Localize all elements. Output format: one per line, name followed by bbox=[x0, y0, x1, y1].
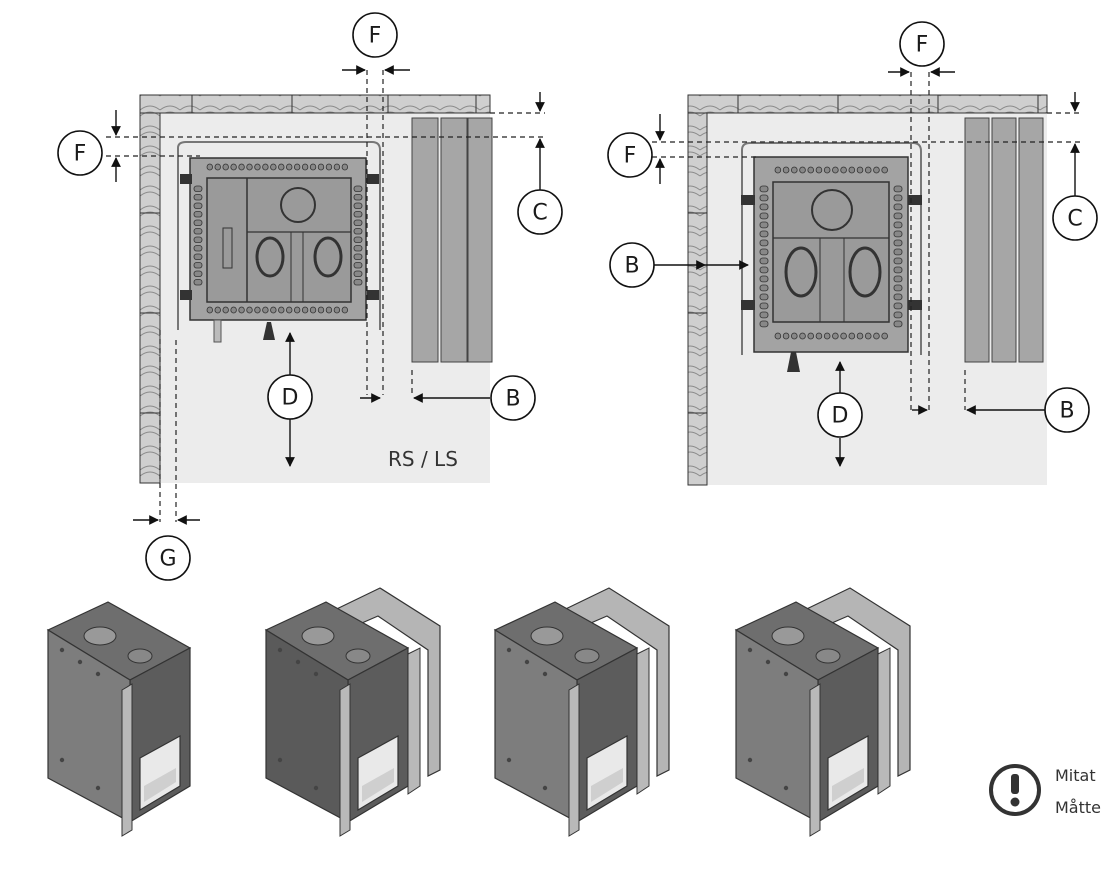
svg-text:B: B bbox=[505, 387, 520, 412]
stove-shield-left bbox=[177, 141, 381, 330]
top-wall-right bbox=[687, 94, 1048, 114]
side-wall-right bbox=[687, 112, 708, 486]
stove-variants bbox=[46, 587, 911, 837]
stove-variant-2 bbox=[264, 587, 441, 837]
heater-panels-left bbox=[411, 117, 493, 363]
svg-text:F: F bbox=[916, 33, 929, 58]
stove-variant-4 bbox=[734, 587, 911, 837]
callout-F-top-left: F bbox=[352, 12, 398, 58]
svg-text:C: C bbox=[532, 201, 547, 226]
callout-F-side-right: F bbox=[607, 132, 653, 178]
top-wall-left bbox=[139, 94, 491, 114]
note-line-2: Måtte bbox=[1055, 798, 1101, 817]
svg-text:B: B bbox=[1059, 399, 1074, 424]
note-line-1: Mitat bbox=[1055, 766, 1096, 785]
svg-text:B: B bbox=[624, 254, 639, 279]
stove-vents-left bbox=[193, 163, 363, 314]
callout-B-side-right: B bbox=[609, 242, 655, 288]
svg-text:C: C bbox=[1067, 207, 1082, 232]
stove-body-right bbox=[741, 156, 922, 372]
stove-body-left bbox=[180, 157, 379, 343]
stove-vents-right bbox=[759, 166, 903, 340]
callout-F-side-left: F bbox=[57, 130, 103, 176]
svg-text:D: D bbox=[282, 386, 299, 411]
svg-text:F: F bbox=[74, 142, 87, 167]
variant-label: RS / LS bbox=[388, 447, 458, 471]
callout-B-front-right: B bbox=[1044, 387, 1090, 433]
callout-F-top-right: F bbox=[899, 21, 945, 67]
callout-D-left: D bbox=[267, 374, 313, 420]
svg-text:G: G bbox=[159, 547, 176, 572]
stove-variant-3 bbox=[493, 587, 670, 837]
heater-panels-right bbox=[964, 117, 1044, 363]
svg-text:F: F bbox=[369, 24, 382, 49]
stove-variant-1 bbox=[46, 601, 192, 837]
callout-G-left: G bbox=[145, 535, 191, 581]
diagram-left: F F C D B G RS / LS bbox=[57, 12, 563, 581]
svg-text:D: D bbox=[832, 404, 849, 429]
svg-text:F: F bbox=[624, 144, 637, 169]
stove-shield-right bbox=[741, 142, 922, 355]
diagram-right: F F C B D B bbox=[607, 21, 1098, 486]
side-wall-left bbox=[139, 112, 161, 484]
exclamation-icon bbox=[989, 764, 1041, 816]
note: Mitat Måtte bbox=[989, 764, 1101, 817]
callout-C-right: C bbox=[1052, 195, 1098, 241]
callout-D-right: D bbox=[817, 392, 863, 438]
callout-C-left: C bbox=[517, 189, 563, 235]
callout-B-left: B bbox=[490, 375, 536, 421]
